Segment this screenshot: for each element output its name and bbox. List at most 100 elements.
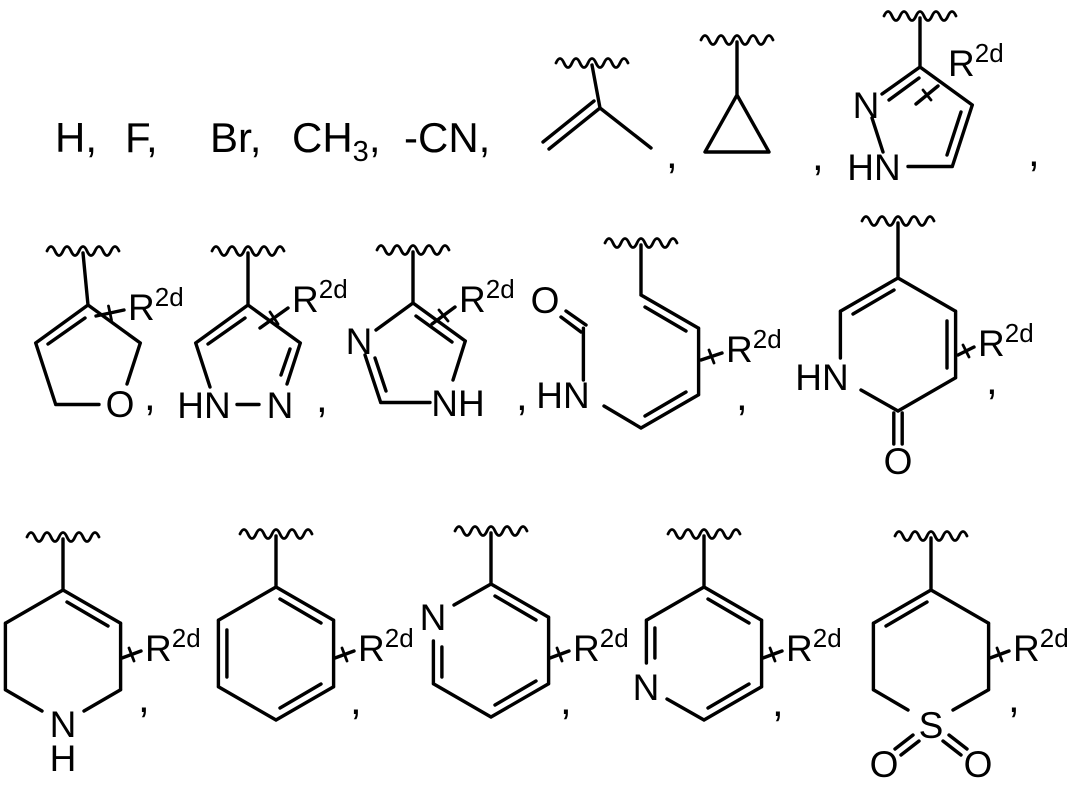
ring-bonds [644,534,764,722]
ring-bonds [581,243,701,430]
carbonyl-double-bond [559,309,588,334]
ring-bonds [871,536,991,712]
double-bond-inner [225,597,323,710]
double-bond-inner [884,600,929,628]
double-bond-inner [440,594,538,707]
double-bond-inner [65,600,110,628]
comma-separator: , [144,372,156,419]
comma-separator: , [666,130,678,177]
substituent-cyano: -CN, [404,114,490,161]
attachment-squiggle [699,34,775,46]
atom-label-hn: HN [536,375,589,416]
attachment-squiggle [375,244,451,256]
attachment-squiggle [453,525,529,537]
comma-separator: , [812,132,824,179]
ring-bonds [547,63,653,151]
atom-label-hn: HN [177,385,230,426]
attachment-squiggle [45,245,121,257]
structure-pyrazolyl-row2: HN N R2d , [177,245,348,426]
structure-imidazolyl: N NH R2d , [346,244,528,424]
atom-label-o: O [870,744,899,785]
r-group-label: R2d [726,324,782,370]
ring-bonds [838,221,958,413]
atom-label-s: S [919,705,944,746]
ring-bonds [363,250,467,405]
variable-attachment-tick [437,308,450,323]
comma-separator: , [1028,128,1040,175]
r-group-label: R2d [978,318,1034,364]
comma-separator: , [1008,674,1020,721]
atom-label-n: N [50,704,77,745]
atom-label-o: O [964,744,993,785]
variable-attachment-tick [340,646,349,663]
comma-separator: , [772,678,784,725]
substituent-hydrogen: H, [55,114,97,161]
atom-label-n: N [346,321,373,362]
double-bond-inner [206,316,292,377]
attachment-squiggle [860,215,936,227]
structure-pyridin-3-yl: N R2d , [633,528,842,725]
structure-pyrazolyl-row1: N HN R2d , [847,10,1040,188]
comma-separator: , [516,372,528,419]
ring-bonds [34,251,142,407]
structure-phenyl: R2d , [216,528,414,723]
atom-label-n: N [853,85,880,126]
comma-separator: , [560,676,572,723]
ring-bonds [870,16,974,169]
structure-pyridinone-a: O HN R2d , [531,237,782,430]
ring-bonds [431,531,551,719]
substituent-methyl: CH3, [292,114,380,168]
r-group-label: R2d [459,274,515,320]
double-bond-inner [373,314,454,393]
structure-isopropenyl: , [541,57,678,177]
atom-label-n: N [633,667,660,708]
double-bond-inner [887,76,963,157]
variable-attachment-tick [768,646,777,663]
double-bond-inner [643,305,688,418]
ring-bonds [3,537,123,713]
variable-attachment-tick [127,646,136,663]
attachment-squiggle [238,528,314,540]
structure-pyridin-2-yl: N R2d , [420,525,629,723]
double-bond-inner [653,597,751,710]
variable-attachment-tick [268,310,280,326]
substituent-fluorine: F, [125,114,158,161]
r-group-label: R2d [145,623,201,669]
attachment-squiggle [666,528,742,540]
attachment-squiggle [25,531,101,543]
attachment-squiggle [882,10,958,22]
double-bond-inner [851,288,949,370]
r-group-label: R2d [948,38,1004,84]
r-group-label: R2d [573,623,629,669]
comma-separator: , [736,372,748,419]
structure-pyridinone-b: HN O R2d , [795,215,1034,482]
ring-bonds [216,534,336,722]
structure-cyclopropyl: , [699,34,824,179]
attachment-squiggle [210,245,286,257]
variable-attachment-tick [921,88,933,102]
atom-label-n: N [420,597,447,638]
double-bond-inner [541,99,596,144]
ring-bonds [194,251,302,407]
r-group-label: R2d [786,623,842,669]
r-group-label: R2d [292,274,348,320]
sulfonyl-double-bonds [893,733,969,757]
structure-tetrahydropyridinyl: N H R2d , [3,531,201,779]
carbonyl-double-bond [892,411,904,446]
atom-label-hn: HN [795,357,848,398]
comma-separator: , [138,674,150,721]
atom-label-n: N [267,385,294,426]
r-group-label: R2d [358,623,414,669]
atom-label-hn: HN [847,147,900,188]
atom-label-nh: NH [431,383,484,424]
atom-label-o: O [884,441,913,482]
comma-separator: , [316,374,328,421]
variable-attachment-tick [961,343,971,359]
attachment-squiggle [554,57,630,69]
atom-label-h: H [50,738,77,779]
atom-label-o: O [531,280,560,321]
double-bond-inner [46,316,87,346]
variable-attachment-tick [995,646,1004,663]
